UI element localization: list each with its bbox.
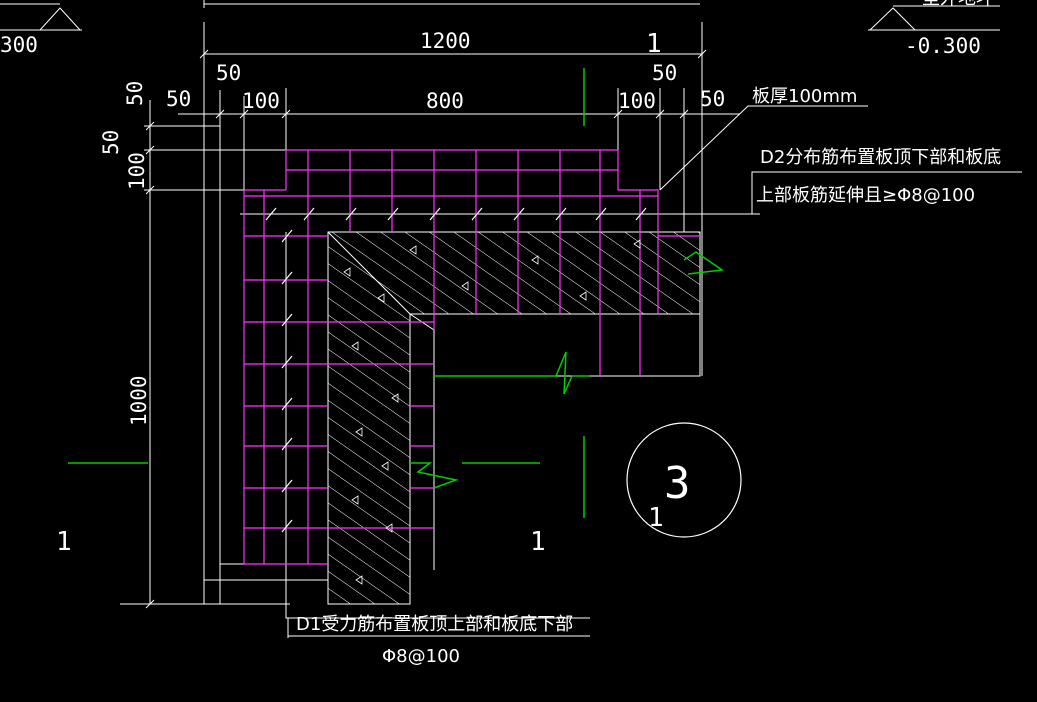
- dim-1000-vertical: 1000: [127, 375, 151, 426]
- dim-50-vertical: 50: [99, 130, 123, 155]
- detail-callout: 3 1: [626, 422, 742, 538]
- leader-lines: [659, 105, 1022, 214]
- elevation-right-fragment: 室外地坪: [922, 0, 994, 9]
- detail-sub: 1: [648, 503, 664, 533]
- dim-100-right: 100: [618, 89, 656, 113]
- dim-800: 800: [426, 89, 464, 113]
- section-lines: [68, 68, 725, 518]
- section-mark-right: 1: [530, 527, 546, 557]
- note-d2-line2: 上部板筋延伸且≥Φ8@100: [756, 185, 975, 206]
- dim-1200: 1200: [420, 29, 471, 53]
- dim-50-right: 50: [700, 87, 725, 111]
- elevation-left-label: 300: [0, 33, 38, 57]
- rebar-ticks: [265, 207, 647, 533]
- aggregate-marks: [343, 239, 641, 585]
- elevation-marker-left: 300: [0, 3, 82, 57]
- note-slab-thickness: 板厚100mm: [752, 86, 857, 107]
- section-mark-left: 1: [56, 527, 72, 557]
- dim-50-top-left: 50: [216, 61, 241, 85]
- dim-50-vertical-top: 50: [123, 81, 147, 106]
- dim-100-vertical: 100: [125, 152, 149, 190]
- dim-100-left: 100: [242, 89, 280, 113]
- elevation-marker-right: 室外地坪 -0.300: [868, 0, 1000, 58]
- section-mark-top: 1: [646, 29, 662, 59]
- dim-50-left: 50: [166, 87, 191, 111]
- note-d1-line2: Φ8@100: [382, 646, 460, 667]
- elevation-right-label: -0.300: [905, 34, 981, 58]
- note-d2-line1: D2分布筋布置板顶下部和板底: [760, 147, 1001, 168]
- dimension-lines: [120, 22, 740, 609]
- dim-50-top-right: 50: [652, 61, 677, 85]
- note-d1-line1: D1受力筋布置板顶上部和板底下部: [296, 614, 573, 635]
- concrete-section: [327, 231, 701, 605]
- detail-number: 3: [664, 458, 691, 509]
